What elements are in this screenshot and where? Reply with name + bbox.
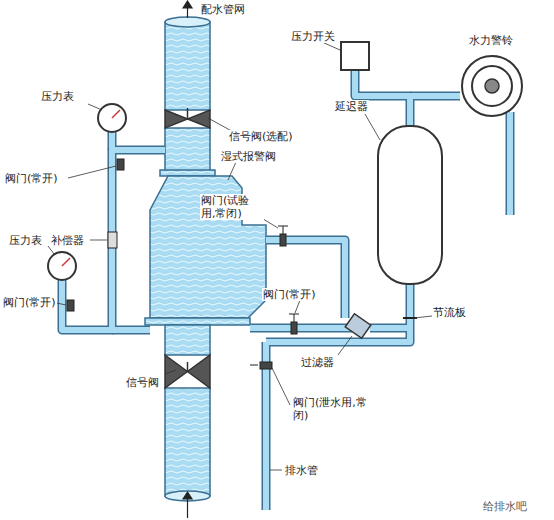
watermark: 给排水吧 — [482, 500, 528, 513]
water-gong-label: 水力警铃 — [468, 34, 514, 47]
retard-chamber-label: 延迟器 — [334, 100, 369, 113]
pressure-switch-label: 压力开关 — [290, 30, 336, 43]
filter-label: 过滤器 — [300, 356, 335, 369]
filter — [345, 314, 371, 339]
orifice-plate-label: 节流板 — [432, 306, 467, 319]
signal-valve-label: 信号阀 — [125, 376, 160, 389]
compensator — [108, 232, 117, 248]
drain-pipe-label: 排水管 — [284, 464, 319, 477]
valve-label: 阀门(常开) — [2, 296, 57, 309]
water-gong — [462, 56, 522, 116]
gauge-label: 压力表 — [40, 90, 75, 103]
supply-pipe — [165, 22, 210, 110]
signal-valve-bottom — [165, 355, 210, 388]
pressure-gauge — [98, 104, 126, 132]
alarm-valve-body — [150, 176, 266, 318]
drain-valve-label: 阀门(泄水用,常闭) — [292, 396, 374, 422]
valve-label: 阀门(常开) — [4, 172, 59, 185]
signal-valve-label: 信号阀(选配) — [228, 130, 294, 143]
valve-label: 阀门(试验用,常闭) — [200, 194, 264, 220]
alarm-valve-label: 湿式报警阀 — [220, 150, 277, 163]
gauge-label: 压力表 — [8, 234, 43, 247]
pressure-gauge — [48, 252, 76, 280]
compensator-label: 补偿器 — [50, 234, 85, 247]
valve-label: 阀门(常开) — [262, 288, 317, 301]
retard-chamber — [378, 126, 442, 284]
pressure-switch — [341, 42, 369, 70]
pipe-network-label: 配水管网 — [200, 3, 246, 16]
